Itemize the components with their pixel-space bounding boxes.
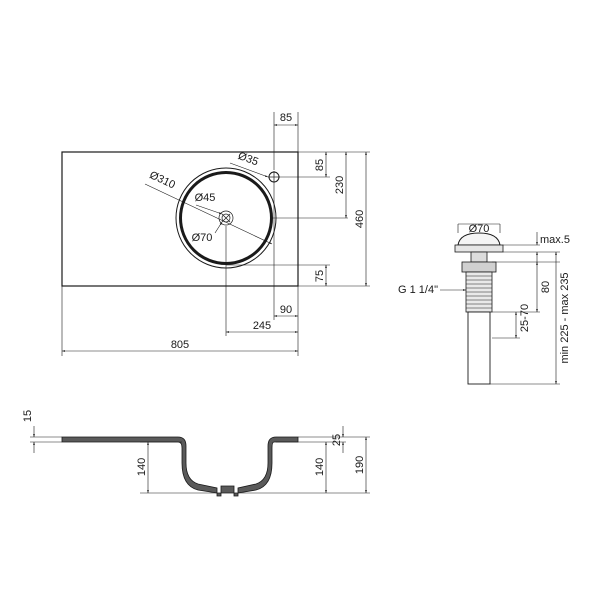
drain-range: 25-70 (519, 304, 531, 332)
drain-nut (461, 261, 497, 273)
section-bowl-depth-right: 140 (314, 458, 326, 476)
section-total-height: 190 (354, 456, 366, 474)
drain-stem (470, 251, 488, 263)
basin-outline (61, 151, 299, 287)
dim-bowl-offset: 230 (334, 176, 346, 194)
dia-drain-inner: Ø45 (195, 192, 216, 204)
drain-cap (457, 232, 501, 246)
dim-tap-center: 90 (280, 304, 292, 316)
drain-flange (454, 244, 504, 253)
drain-thread: G 1 1/4" (398, 284, 438, 296)
dia-drain-outer: Ø70 (192, 232, 213, 244)
dim-width: 805 (171, 339, 189, 351)
dim-tap-offset: 85 (280, 112, 292, 124)
drain-pipe (467, 311, 491, 385)
drain-height: 80 (540, 281, 552, 293)
section-profile (61, 436, 299, 497)
dim-depth: 460 (354, 210, 366, 228)
section-bowl-depth-left: 140 (136, 458, 148, 476)
section-rim: 25 (331, 434, 343, 446)
dim-front-offset: 75 (314, 270, 326, 282)
section-view: 15 140 140 25 190 (22, 410, 370, 497)
plan-view: 85 85 230 460 75 245 90 805 Ø35 Ø310 Ø45… (61, 112, 370, 356)
drain-cap-dia: Ø70 (469, 223, 490, 235)
dia-bowl: Ø310 (148, 169, 177, 191)
dim-tap-hole-offset: 85 (314, 159, 326, 171)
drain-outer-circle (218, 210, 234, 226)
drain-detail: Ø70 max.5 G 1 1/4" 80 25-70 min 225 - ma… (398, 223, 571, 385)
drain-max-gap: max.5 (540, 234, 570, 246)
section-thickness: 15 (22, 410, 34, 422)
dia-tap-hole: Ø35 (236, 150, 260, 168)
drain-total: min 225 - max 235 (559, 272, 571, 363)
dim-bowl-center: 245 (253, 320, 271, 332)
